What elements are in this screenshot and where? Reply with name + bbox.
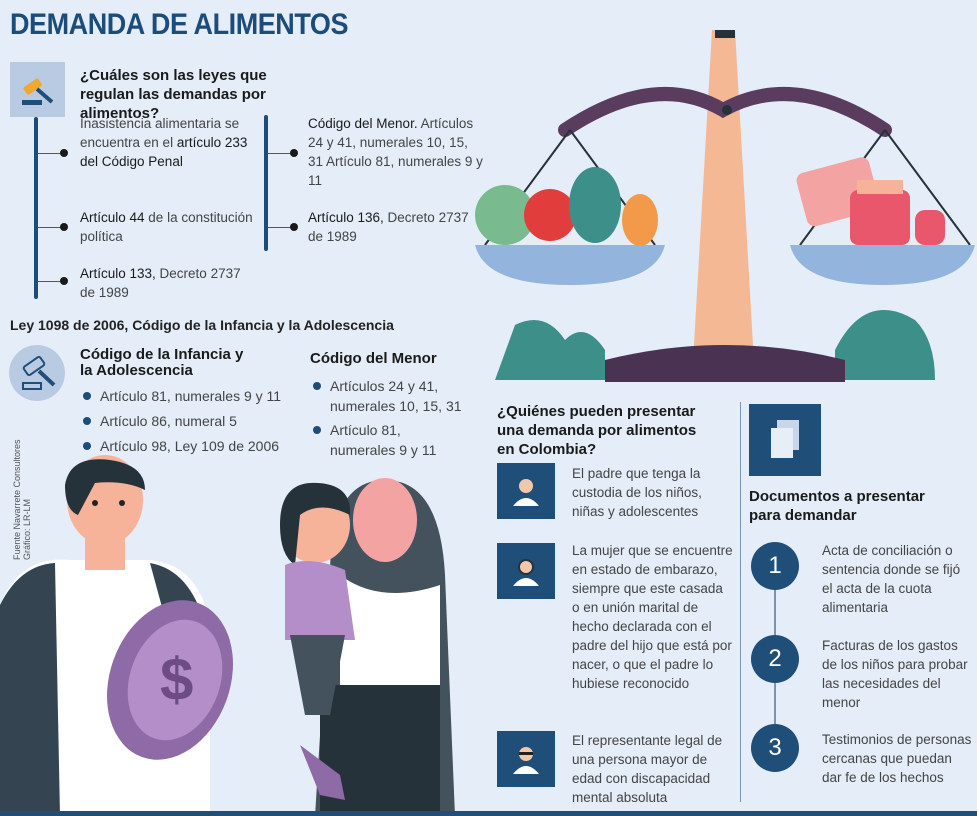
bottom-border [0,811,977,816]
document-item: Facturas de los gastos de los niños para… [822,638,968,710]
step-number: 1 [751,542,799,590]
ley1098-heading: Ley 1098 de 2006, Código de la Infancia … [10,317,394,333]
timeline-left [34,117,38,299]
representative-icon [497,731,555,787]
document-item: Acta de conciliación o sentencia donde s… [822,543,961,615]
who-item: El representante legal de una persona ma… [572,733,723,805]
laws-question: ¿Cuáles son las leyes que regulan las de… [80,67,267,122]
who-question: ¿Quiénes pueden presentar una demanda po… [497,403,697,458]
col1-title: Código de la Infancia y la Adolescencia [80,346,244,379]
bullet-item: Artículo 81, numerales 9 y 11 [83,386,281,406]
col2-title: Código del Menor [310,350,437,367]
document-item: Testimonios de personas cercanas que pue… [822,732,972,785]
family-illustration: $ [0,455,455,816]
who-item: El padre que tenga la custodia de los ni… [572,466,702,519]
law-item: Artículo 133, Decreto 2737 de 1989 [80,266,241,300]
law-item: Artículo 44 de la constitución política [80,210,253,244]
gavel-icon [9,345,65,401]
who-item: La mujer que se encuentre en estado de e… [572,543,733,691]
law-item: Artículo 136, Decreto 2737 de 1989 [308,210,469,244]
scale-illustration [475,30,975,382]
timeline-right [264,115,268,251]
documents-title: Documentos a presentar para demandar [749,488,925,524]
step-number: 2 [751,635,799,683]
bullet-item: Artículo 86, numeral 5 [83,411,281,431]
documents-icon [749,404,821,476]
bullet-item: Artículos 24 y 41, numerales 10, 15, 31 [313,376,463,416]
law-item: Inasistencia alimentaria se encuentra en… [80,116,248,169]
step-number: 3 [751,724,799,772]
woman-icon [497,543,555,599]
bullet-item: Artículo 81, numerales 9 y 11 [313,420,463,460]
father-icon [497,463,555,519]
svg-text:$: $ [160,646,193,713]
law-item: Código del Menor. Artículos 24 y 41, num… [308,116,483,188]
page-title: DEMANDA DE ALIMENTOS [10,8,349,41]
gavel-icon [10,62,65,117]
divider [740,402,741,802]
bullet-item: Artículo 98, Ley 109 de 2006 [83,436,281,456]
